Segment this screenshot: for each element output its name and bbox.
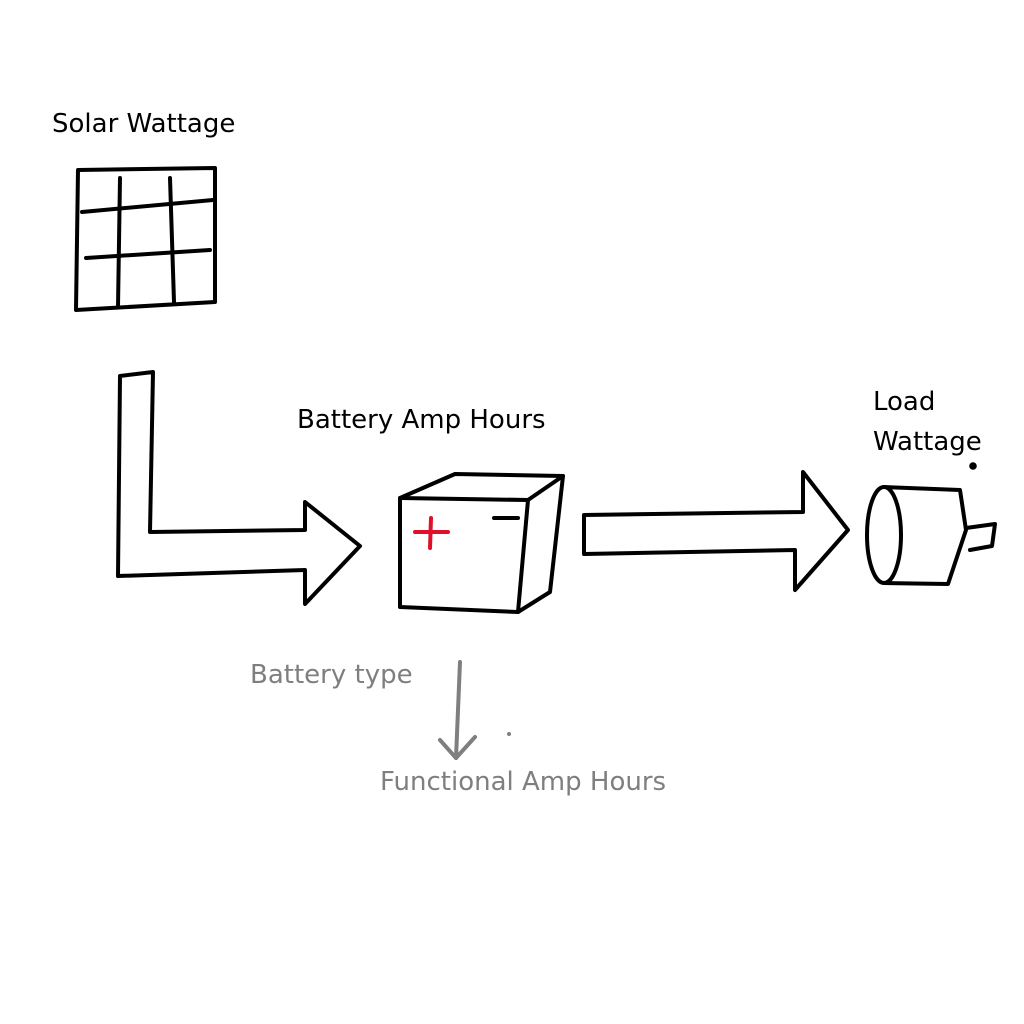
battery-type-arrow [438, 660, 477, 760]
functional-amp-hours-label: Functional Amp Hours [380, 767, 667, 797]
battery-type-label: Battery type [250, 660, 413, 690]
solar-wattage-label: Solar Wattage [52, 109, 236, 139]
solar-panel-icon [74, 166, 217, 312]
motor-icon [865, 462, 997, 586]
battery-icon [398, 472, 565, 614]
wattage-label: Wattage [873, 427, 982, 457]
stray-dot [507, 732, 511, 736]
positive-terminal-mark [413, 516, 450, 550]
battery-amp-hours-label: Battery Amp Hours [297, 405, 546, 435]
battery-to-load-arrow [582, 470, 850, 592]
solar-to-battery-arrow [116, 370, 362, 606]
load-label: Load [873, 387, 936, 417]
